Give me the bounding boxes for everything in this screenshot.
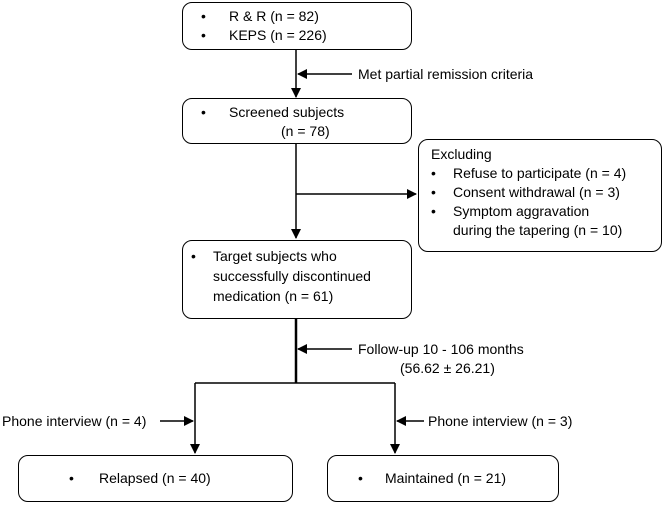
bullet: • xyxy=(69,470,74,486)
followup-label: Follow-up 10 - 106 months xyxy=(358,341,524,357)
screened-label: Screened subjects xyxy=(229,104,345,120)
phone-interview-left: Phone interview (n = 4) xyxy=(2,413,147,429)
target-line-1: Target subjects who xyxy=(213,248,337,264)
bullet: • xyxy=(201,104,206,120)
exclusion-refuse: Refuse to participate (n = 4) xyxy=(453,165,627,181)
maintained-label: Maintained (n = 21) xyxy=(385,470,507,486)
target-line-2: successfully discontinued xyxy=(213,268,371,284)
cohort-keps: KEPS (n = 226) xyxy=(229,27,327,43)
exclusion-consent: Consent withdrawal (n = 3) xyxy=(453,184,620,200)
relapsed-label: Relapsed (n = 40) xyxy=(99,470,211,486)
target-line-3: medication (n = 61) xyxy=(213,288,334,304)
bullet: • xyxy=(431,184,436,200)
bullet: • xyxy=(201,8,206,24)
followup-stats: (56.62 ± 26.21) xyxy=(400,360,495,376)
bullet: • xyxy=(191,248,196,264)
bullet: • xyxy=(431,165,436,181)
target-subjects-box: • Target subjects who successfully disco… xyxy=(182,240,412,319)
bullet: • xyxy=(431,203,436,219)
relapsed-box: • Relapsed (n = 40) xyxy=(18,455,293,502)
screened-subjects-box: • Screened subjects (n = 78) xyxy=(182,98,412,144)
maintained-box: • Maintained (n = 21) xyxy=(327,455,559,502)
bullet: • xyxy=(201,27,206,43)
cohort-rr: R & R (n = 82) xyxy=(229,8,319,24)
excluding-title: Excluding xyxy=(431,146,492,162)
criteria-label: Met partial remission criteria xyxy=(358,66,534,82)
exclusion-symptom-cont: during the tapering (n = 10) xyxy=(453,222,623,238)
screened-count: (n = 78) xyxy=(281,123,330,139)
excluding-box: Excluding • Refuse to participate (n = 4… xyxy=(418,139,662,252)
phone-interview-right: Phone interview (n = 3) xyxy=(428,413,573,429)
bullet: • xyxy=(358,470,363,486)
source-cohorts-box: • R & R (n = 82) • KEPS (n = 226) xyxy=(182,2,412,50)
exclusion-symptom: Symptom aggravation xyxy=(453,203,590,219)
